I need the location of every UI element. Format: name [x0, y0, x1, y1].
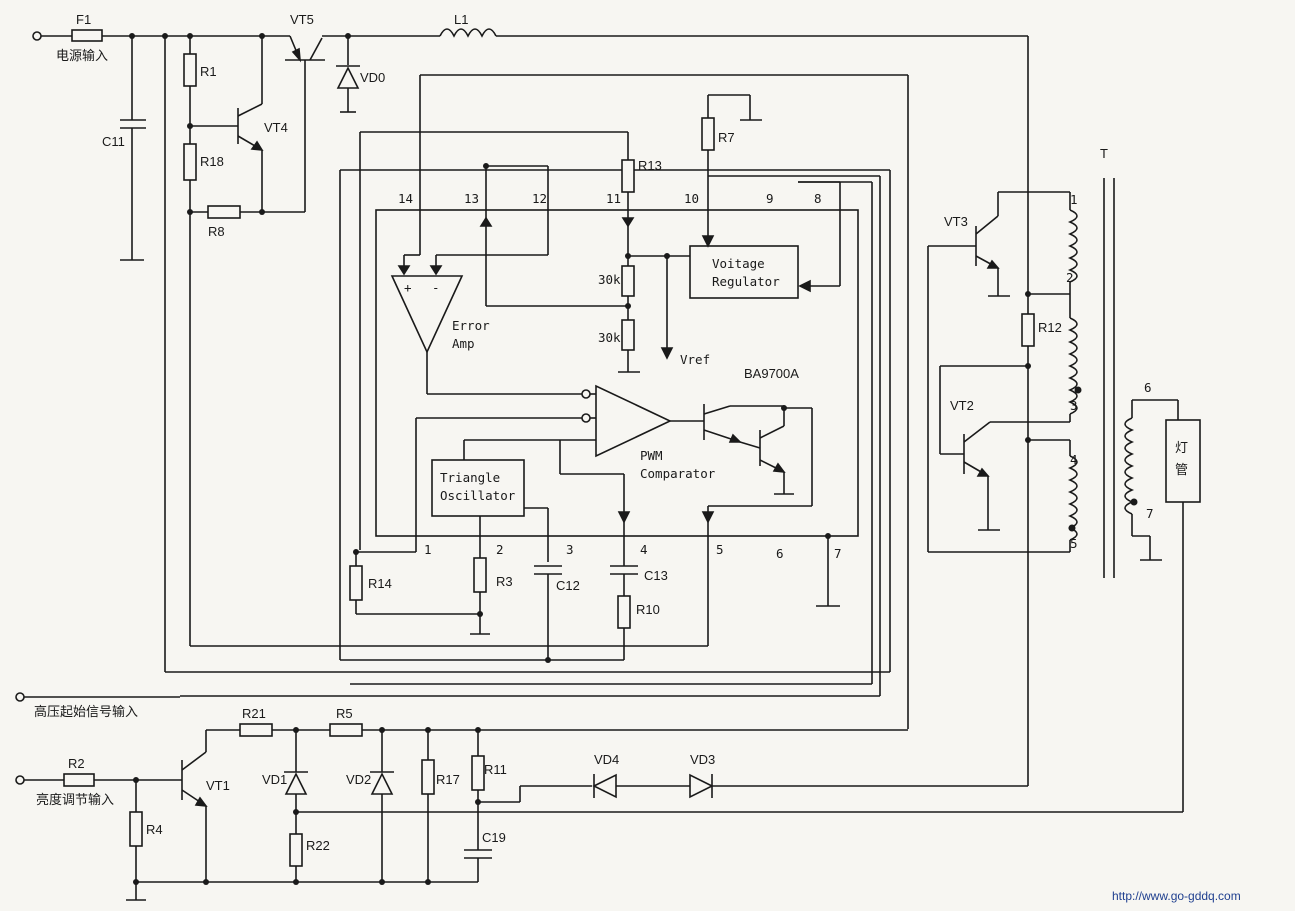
chip-pin-13: 13 — [464, 191, 479, 206]
label-r12: R12 — [1038, 320, 1062, 335]
winding-pin-1: 1 — [1070, 192, 1078, 207]
lamp-tube — [1165, 419, 1201, 503]
label-vt2: VT2 — [950, 398, 974, 413]
pwm-label-2: Comparator — [640, 466, 716, 481]
voltage-regulator-block — [689, 245, 799, 299]
resistor-r13 — [621, 132, 635, 256]
label-c13: C13 — [644, 568, 668, 583]
label-vd3: VD3 — [690, 752, 715, 767]
chip-pin-9: 9 — [766, 191, 774, 206]
label-r11: R11 — [484, 762, 507, 777]
vref-label: Vref — [680, 352, 710, 367]
label-r8: R8 — [208, 224, 225, 239]
fuse-f1 — [71, 29, 103, 42]
label-c12: C12 — [556, 578, 580, 593]
divider-label-top: 30k — [598, 272, 621, 287]
label-r14: R14 — [368, 576, 392, 591]
label-hv-start-input: 高压起始信号输入 — [34, 704, 138, 719]
error-amplifier — [390, 275, 582, 395]
timing-components — [190, 522, 840, 663]
chip-pin-10: 10 — [684, 191, 699, 206]
chip-pin-7: 7 — [834, 546, 842, 561]
label-r2: R2 — [68, 756, 85, 771]
transistor-vt5 — [285, 33, 440, 63]
label-transformer: T — [1100, 146, 1108, 161]
chip-pin-5: 5 — [716, 542, 724, 557]
chip-pin-11: 11 — [606, 191, 621, 206]
reference-divider — [618, 253, 690, 373]
winding-pin-7: 7 — [1146, 506, 1154, 521]
label-vd2: VD2 — [346, 772, 371, 787]
error-amp-plus: + — [404, 280, 412, 295]
label-c19: C19 — [482, 830, 506, 845]
winding-pin-2: 2 — [1066, 270, 1074, 285]
label-r21: R21 — [242, 706, 266, 721]
label-r13: R13 — [638, 158, 662, 173]
label-r18: R18 — [200, 154, 224, 169]
pwm-label-1: PWM — [640, 448, 663, 463]
voltage-regulator-label-1: Voitage — [712, 256, 765, 271]
label-c11: C11 — [102, 134, 125, 149]
label-brightness-input: 亮度调节输入 — [36, 792, 114, 807]
error-amp-label-2: Amp — [452, 336, 475, 351]
oscillator-label-1: Triangle — [440, 470, 500, 485]
capacitor-c11 — [120, 36, 146, 261]
chip-ba9700a-box — [375, 209, 859, 537]
labels: F1 电源输入 VT5 L1 VD0 R1 VT4 R18 R8 C11 R7 … — [34, 12, 1188, 853]
lamp-label-top: 灯 — [1175, 440, 1188, 455]
output-darlington — [701, 404, 813, 524]
label-vt4: VT4 — [264, 120, 288, 135]
feedback-frames — [180, 74, 909, 729]
label-r17: R17 — [436, 772, 460, 787]
chip-pin-4: 4 — [640, 542, 648, 557]
label-r3: R3 — [496, 574, 513, 589]
winding-pin-6: 6 — [1144, 380, 1152, 395]
watermark-url: http://www.go-gddq.com — [1112, 889, 1241, 903]
label-f1: F1 — [76, 12, 91, 27]
error-amp-label-1: Error — [452, 318, 490, 333]
chip-name: BA9700A — [744, 366, 799, 381]
chip-pin-6: 6 — [776, 546, 784, 561]
chip-pin-3: 3 — [566, 542, 574, 557]
chip-pin-14: 14 — [398, 191, 413, 206]
label-l1: L1 — [454, 12, 468, 27]
label-power-input: 电源输入 — [56, 48, 108, 63]
winding-pin-5: 5 — [1070, 536, 1078, 551]
label-r7: R7 — [718, 130, 735, 145]
chip-pin-8: 8 — [814, 191, 822, 206]
label-vt5: VT5 — [290, 12, 314, 27]
chip-pin-12: 12 — [532, 191, 547, 206]
label-r10: R10 — [636, 602, 660, 617]
triangle-oscillator-block — [431, 459, 525, 517]
control-inputs — [15, 692, 1028, 901]
winding-pin-3: 3 — [1070, 398, 1078, 413]
diode-vd0 — [336, 36, 360, 113]
oscillator-label-2: Oscillator — [440, 488, 516, 503]
top-power-rail — [32, 29, 290, 42]
divider-label-bottom: 30k — [598, 330, 621, 345]
label-r1: R1 — [200, 64, 217, 79]
voltage-regulator-label-2: Regulator — [712, 274, 780, 289]
label-r5: R5 — [336, 706, 353, 721]
bias-network-vt4 — [183, 36, 306, 646]
resistor-r7 — [701, 94, 762, 176]
label-r22: R22 — [306, 838, 330, 853]
winding-pin-4: 4 — [1070, 452, 1078, 467]
lamp-label-bottom: 管 — [1175, 462, 1188, 477]
inductor-l1 — [439, 28, 1029, 294]
label-r4: R4 — [146, 822, 163, 837]
label-vt1: VT1 — [206, 778, 230, 793]
label-vd0: VD0 — [360, 70, 385, 85]
error-amp-minus: - — [432, 280, 440, 295]
label-vt3: VT3 — [944, 214, 968, 229]
inverter-stage — [478, 178, 1201, 813]
pwm-comparator — [415, 384, 704, 552]
label-vd1: VD1 — [262, 772, 287, 787]
chip-pin-2: 2 — [496, 542, 504, 557]
label-vd4: VD4 — [594, 752, 619, 767]
chip-pin-1: 1 — [424, 542, 432, 557]
